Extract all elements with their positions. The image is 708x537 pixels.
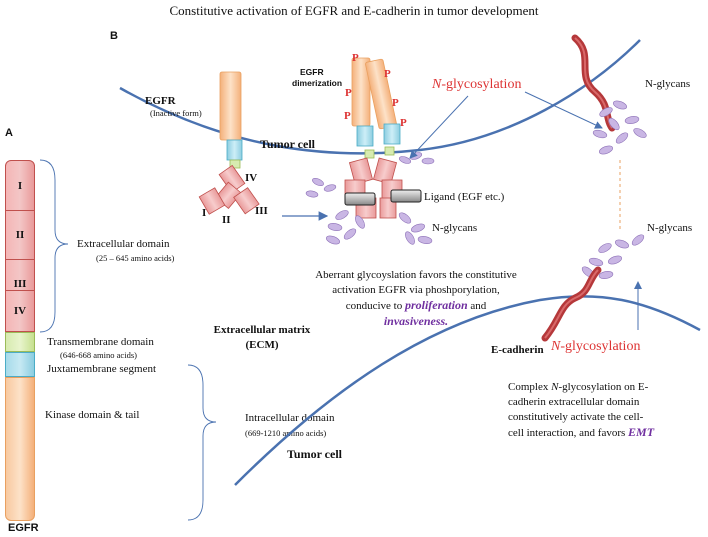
juxtamembrane-label: Juxtamembrane segment (47, 363, 157, 375)
panel-b-label: B (110, 30, 118, 42)
glycans-bottom-right (581, 234, 645, 279)
n-glycosylation-bottom-suffix: -glycosylation (560, 339, 641, 354)
egfr-dimer (344, 57, 422, 219)
complex-line-1b: -glycosylation on E- (558, 381, 649, 393)
complex-line-3: constitutively activate the cell- (508, 411, 644, 423)
aberrant-line-3b: and (467, 300, 487, 312)
kinase-label: Kinase domain & tail (45, 409, 140, 421)
domain-ii-segment: II (5, 210, 35, 260)
extracellular-range: (25 – 645 amino acids) (96, 253, 175, 263)
n-glycans-top-right-label: N-glycans (645, 78, 691, 90)
n-glycosylation-top-n: N (432, 77, 442, 92)
egfr-inactive-label: EGFR (145, 95, 176, 107)
complex-line-1a: Complex (508, 381, 552, 393)
transmembrane-range: (646-668 amino acids) (60, 350, 137, 360)
inactive-domain-iii: III (255, 205, 268, 217)
phospho-p-5: P (392, 97, 399, 109)
tumor-cell-top-label: Tumor cell (260, 137, 316, 151)
n-glycosylation-bottom: N-glycosylation (551, 339, 640, 355)
n-glycans-bottom-right-label: N-glycans (647, 222, 693, 234)
domain-i-label: I (17, 179, 23, 192)
glycans-dimer-bottom (326, 210, 433, 245)
complex-line-1n: N (551, 381, 559, 393)
figure-title: Constitutive activation of EGFR and E-ca… (169, 3, 539, 18)
phospho-p-1: P (352, 52, 359, 64)
aberrant-line-2: activation EGFR via phoshporylation, (332, 284, 500, 296)
n-glycosylation-bottom-n: N (551, 339, 561, 354)
domain-iv-block: IV (5, 290, 35, 332)
ecm-line-2: (ECM) (245, 339, 279, 351)
domain-ii-label: II (15, 229, 25, 241)
ecm-line-1: Extracellular matrix (213, 324, 311, 336)
upper-membrane (119, 39, 641, 155)
ligand-label: Ligand (EGF etc.) (424, 191, 505, 203)
n-glycosylation-top-suffix: -glycosylation (441, 77, 522, 92)
phospho-p-2: P (345, 87, 352, 99)
dimerization-label-1: EGFR (300, 67, 324, 77)
aberrant-line-3: conducive to proliferation and (300, 298, 532, 314)
complex-line-4a: cell interaction, and favors (508, 427, 629, 439)
inactive-domain-ii: II (222, 214, 231, 226)
dimerization-label-2: dimerization (292, 78, 343, 88)
panel-a-label: A (5, 127, 13, 139)
n-glycosylation-top: N-glycosylation (432, 77, 521, 93)
intracellular-range: (669-1210 amino acids) (245, 428, 327, 438)
phospho-p-4: P (384, 68, 391, 80)
inactive-egfr (198, 71, 260, 215)
kinase-segment (5, 377, 35, 521)
aberrant-line-3a: conducive to (345, 300, 405, 312)
tumor-cell-bottom-label: Tumor cell (287, 447, 343, 461)
invasiveness-word: invasiveness. (383, 314, 449, 328)
aberrant-line-1: Aberrant glycoyslation favors the consti… (315, 269, 517, 281)
emt-word: EMT (628, 425, 655, 439)
nglyc-arrow-right (524, 91, 603, 129)
ecm-label: Extracellular matrix (ECM) (212, 323, 312, 353)
intracellular-brace (187, 364, 217, 521)
juxtamembrane-segment (5, 352, 35, 377)
aberrant-text: Aberrant glycoyslation favors the consti… (300, 268, 532, 330)
inactive-domain-iv: IV (245, 172, 258, 184)
phospho-p-6: P (400, 117, 407, 129)
proliferation-word: proliferation (404, 298, 468, 312)
inactive-domain-i: I (202, 207, 207, 219)
ecadherin-label: E-cadherin (491, 344, 544, 356)
lower-membrane (234, 295, 701, 486)
domain-iii-label: III (13, 278, 27, 290)
domain-i-segment: I (5, 160, 35, 211)
extracellular-domain-label: Extracellular domain (77, 238, 170, 250)
transmembrane-segment (5, 332, 35, 352)
egfr-bottom-label: EGFR (8, 522, 39, 534)
transmembrane-domain-label: Transmembrane domain (47, 336, 154, 348)
extracellular-brace (39, 159, 69, 333)
domain-iv-label-b: IV (13, 305, 27, 317)
egfr-inactive-sub: (Inactive form) (150, 108, 202, 118)
complex-line-2: cadherin extracellular domain (508, 396, 640, 408)
complex-text: Complex N-glycosylation on E- cadherin e… (508, 380, 654, 441)
n-glycans-mid-label: N-glycans (432, 222, 478, 234)
nglyc-arrow-left (409, 95, 469, 159)
phospho-p-3: P (344, 110, 351, 122)
glycans-top-right (592, 100, 647, 155)
